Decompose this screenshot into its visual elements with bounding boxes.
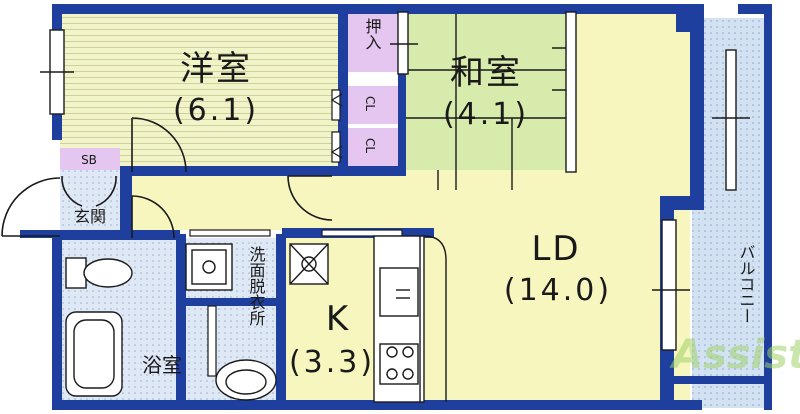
closet-top-floor xyxy=(348,86,398,124)
doors xyxy=(1,117,333,239)
fixtures xyxy=(65,235,425,403)
closet-bottom-floor xyxy=(348,128,398,166)
ld-name: LD xyxy=(531,229,580,269)
closet-bottom-name: CL xyxy=(363,138,377,153)
oshiire-floor xyxy=(348,12,398,72)
tatami-lines xyxy=(402,12,576,190)
closet-top-name: CL xyxy=(363,96,377,111)
bath-name: 浴室 xyxy=(142,353,182,377)
ld-area: (14.0) xyxy=(504,273,612,308)
japanese-room-area: (4.1) xyxy=(443,97,529,132)
watermark-logo: Assist xyxy=(669,332,800,378)
sliding-doors xyxy=(189,89,403,377)
window-crosshairs xyxy=(40,43,750,291)
western-room-area: (6.1) xyxy=(173,93,259,128)
shoebox-floor xyxy=(60,148,120,170)
shoebox-name: SB xyxy=(81,153,97,167)
kitchen-name: K xyxy=(326,299,350,339)
japanese-room-name: 和室 xyxy=(450,53,522,93)
western-room-name: 洋室 xyxy=(180,49,252,89)
closet-markers xyxy=(330,93,343,159)
kitchen-area: (3.3) xyxy=(289,345,375,380)
entrance-floor xyxy=(60,170,120,236)
japanese-floor-overlay xyxy=(402,12,568,170)
entrance-name: 玄関 xyxy=(74,207,106,226)
fixture-details xyxy=(202,235,447,402)
balcony-name: バルコニー xyxy=(737,244,756,324)
washroom-name: 洗面脱衣所 xyxy=(247,246,266,326)
western-room-floor xyxy=(60,12,338,167)
oshiire-name: 押入 xyxy=(363,18,382,50)
ld-floor-left xyxy=(130,168,402,230)
